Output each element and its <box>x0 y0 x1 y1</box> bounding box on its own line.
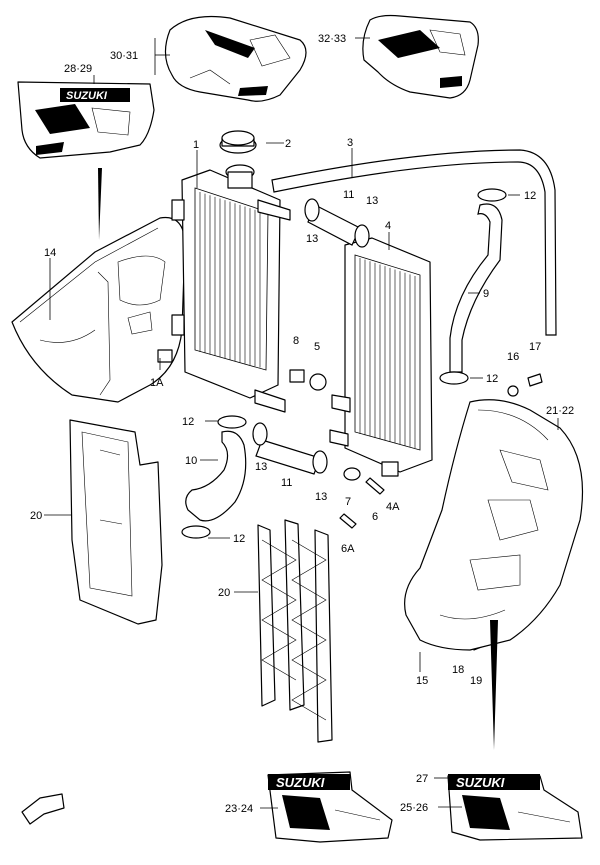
decal-28-29: SUZUKI <box>17 81 155 159</box>
decal-28-29-suzuki-text: SUZUKI <box>66 90 108 102</box>
decal-32-33 <box>362 14 479 99</box>
callout-32-33: 32·33 <box>318 33 346 45</box>
callout-13-c: 13 <box>255 461 267 473</box>
pointer-arrow-28-29 <box>98 168 102 240</box>
forward-arrow-icon <box>21 793 65 825</box>
callout-10: 10 <box>185 455 197 467</box>
callout-20-left: 20 <box>30 510 42 522</box>
callout-16: 16 <box>507 351 519 363</box>
hose-9 <box>449 203 503 373</box>
callout-23-24: 23·24 <box>225 803 253 815</box>
callout-11-bottom: 11 <box>281 477 292 489</box>
callout-4: 4 <box>385 220 391 232</box>
radiator-guard-20-left <box>69 419 163 625</box>
callout-11-top: 11 <box>343 189 354 201</box>
callout-3: 3 <box>347 137 353 149</box>
callout-5: 5 <box>314 341 320 353</box>
callout-20-mid: 20 <box>218 587 230 599</box>
callout-15: 15 <box>416 675 428 687</box>
callout-12-bottom: 12 <box>233 533 245 545</box>
callout-12-top: 12 <box>524 190 536 202</box>
clamps-12 <box>181 188 507 539</box>
callout-labels: 1 1A 2 3 4 4A 5 6 6A 7 8 9 10 11 11 12 1… <box>30 33 574 815</box>
callout-30-31: 30·31 <box>110 50 138 62</box>
callout-12-mid-right: 12 <box>486 373 498 385</box>
pointer-arrow-21-22 <box>490 620 498 750</box>
callout-18: 18 <box>452 664 464 676</box>
callout-21-22: 21·22 <box>546 405 574 417</box>
callout-2: 2 <box>285 138 291 150</box>
decal-25-26-suzuki-text: SUZUKI <box>456 775 505 790</box>
callout-27: 27 <box>416 773 428 785</box>
left-radiator-1 <box>157 164 291 413</box>
short-hose-11-bottom <box>255 439 321 475</box>
callout-6a: 6A <box>341 543 355 555</box>
left-shroud-14 <box>11 216 186 403</box>
decal-23-24-suzuki-text: SUZUKI <box>276 775 325 790</box>
callout-13-d: 13 <box>315 491 327 503</box>
callout-8: 8 <box>293 335 299 347</box>
decal-30-31 <box>164 15 307 102</box>
callout-1: 1 <box>193 139 199 151</box>
callout-4a: 4A <box>386 501 400 513</box>
radiator-cap-2 <box>219 130 257 154</box>
callout-7: 7 <box>345 496 351 508</box>
hose-10 <box>185 430 247 522</box>
callout-14: 14 <box>44 247 56 259</box>
callout-19: 19 <box>470 675 482 687</box>
right-radiator-4 <box>329 237 433 477</box>
callout-1a: 1A <box>150 377 164 389</box>
callout-6: 6 <box>372 511 378 523</box>
callout-17: 17 <box>529 341 541 353</box>
callout-9: 9 <box>483 288 489 300</box>
long-hose-3 <box>271 149 557 336</box>
callout-25-26: 25·26 <box>400 802 428 814</box>
leader-lines <box>44 37 559 809</box>
decal-23-24: SUZUKI <box>267 771 393 843</box>
left-radiator-fins <box>199 192 261 368</box>
callout-13-a: 13 <box>306 233 318 245</box>
right-shroud-15 <box>404 399 584 651</box>
right-radiator-fins <box>359 258 416 448</box>
decal-25-26: SUZUKI <box>447 774 583 841</box>
clamps-13 <box>252 198 370 474</box>
callout-28-29: 28·29 <box>64 63 92 75</box>
radiator-guard-20-mid <box>257 519 333 743</box>
callout-13-b: 13 <box>366 195 378 207</box>
callout-12-mid-left: 12 <box>182 416 194 428</box>
